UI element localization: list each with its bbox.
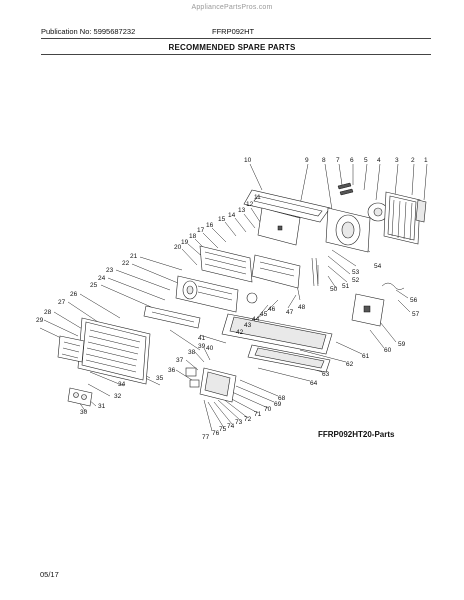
callout-16: 16	[206, 222, 214, 229]
callout-71: 71	[254, 411, 262, 418]
callout-59: 59	[398, 341, 406, 348]
header-rule-top	[41, 38, 431, 39]
footer-date: 05/17	[40, 570, 59, 579]
callout-30: 30	[80, 409, 88, 416]
callout-38: 38	[188, 349, 196, 356]
callout-77: 77	[202, 434, 210, 441]
callout-13: 13	[238, 207, 246, 214]
callout-10: 10	[244, 157, 252, 164]
callout-26: 26	[70, 291, 78, 298]
callout-22: 22	[122, 260, 130, 267]
publication-number: Publication No: 5995687232	[41, 27, 136, 36]
callout-60: 60	[384, 347, 392, 354]
callout-40: 40	[206, 345, 214, 352]
callout-57: 57	[412, 311, 420, 318]
callout-54: 54	[374, 263, 382, 270]
callout-72: 72	[244, 416, 252, 423]
callout-31: 31	[98, 403, 106, 410]
callout-25: 25	[90, 282, 98, 289]
callout-43: 43	[244, 322, 252, 329]
callout-51: 51	[342, 283, 350, 290]
callout-45: 45	[260, 311, 268, 318]
callout-76: 76	[212, 430, 220, 437]
callout-23: 23	[106, 267, 114, 274]
callout-34: 34	[118, 381, 126, 388]
watermark: AppliancePartsPros.com	[191, 4, 273, 11]
callout-5: 5	[364, 157, 368, 164]
callout-46: 46	[268, 306, 276, 313]
callout-21: 21	[130, 253, 138, 260]
callout-28: 28	[44, 309, 52, 316]
callout-53: 53	[352, 269, 360, 276]
callout-70: 70	[264, 406, 272, 413]
callout-47: 47	[286, 309, 294, 316]
callout-3: 3	[395, 157, 399, 164]
callout-24: 24	[98, 275, 106, 282]
callout-labels: 10 9 8 7 6 5 4 3 2 1 11 12 13 14 15 16 1…	[36, 157, 428, 441]
callout-44: 44	[252, 316, 260, 323]
callout-64: 64	[310, 380, 318, 387]
callout-37: 37	[176, 357, 184, 364]
callout-62: 62	[346, 361, 354, 368]
callout-14: 14	[228, 212, 236, 219]
callout-68: 68	[278, 395, 286, 402]
page-title: RECOMMENDED SPARE PARTS	[168, 43, 296, 52]
callout-39: 39	[198, 343, 206, 350]
callout-56: 56	[410, 297, 418, 304]
callout-29: 29	[36, 317, 44, 324]
callout-27: 27	[58, 299, 66, 306]
callout-48: 48	[298, 304, 306, 311]
callout-1: 1	[424, 157, 428, 164]
callout-32: 32	[114, 393, 122, 400]
callout-8: 8	[322, 157, 326, 164]
callout-17: 17	[197, 227, 205, 234]
header-rule-bottom	[41, 54, 431, 55]
callout-42: 42	[236, 329, 244, 336]
model-number: FFRP092HT	[212, 27, 255, 36]
callout-52: 52	[352, 277, 360, 284]
callout-2: 2	[411, 157, 415, 164]
diagram-tag: FFRP092HT20-Parts	[318, 430, 395, 439]
callout-73: 73	[235, 419, 243, 426]
callout-6: 6	[350, 157, 354, 164]
callout-19: 19	[181, 239, 189, 246]
callout-11: 11	[254, 194, 261, 201]
callout-36: 36	[168, 367, 176, 374]
callout-63: 63	[322, 371, 330, 378]
callout-75: 75	[219, 426, 227, 433]
callout-15: 15	[218, 216, 226, 223]
callout-74: 74	[227, 423, 235, 430]
callout-9: 9	[305, 157, 309, 164]
callout-41: 41	[198, 335, 206, 342]
callout-7: 7	[336, 157, 340, 164]
callout-69: 69	[274, 401, 282, 408]
callout-35: 35	[156, 375, 164, 382]
callout-20: 20	[174, 244, 182, 251]
callout-61: 61	[362, 353, 370, 360]
callout-50: 50	[330, 286, 338, 293]
callout-4: 4	[377, 157, 381, 164]
callout-18: 18	[189, 233, 197, 240]
part-shapes	[57, 182, 427, 407]
callout-12: 12	[246, 201, 254, 208]
